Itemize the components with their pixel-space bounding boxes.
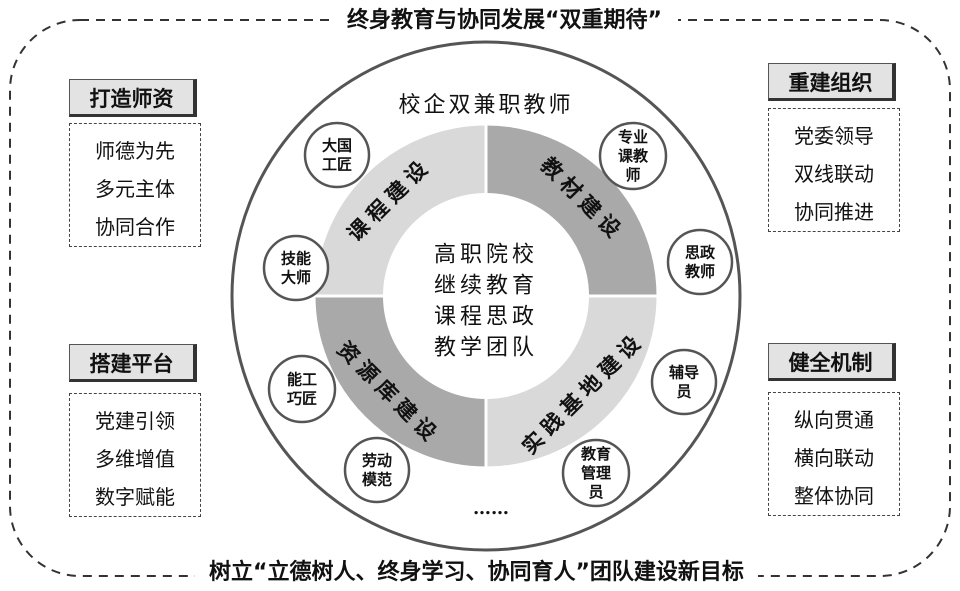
list-item: 党委领导 xyxy=(794,124,874,148)
bottom-banner-title: 树立“立德树人、终身学习、协同育人”团队建设新目标 xyxy=(195,558,758,588)
list-item: 整体协同 xyxy=(794,484,874,508)
teacher-circle-shape xyxy=(666,228,734,296)
teacher-circle-shape xyxy=(650,348,718,416)
list-build-platform: 党建引领 多维增值 数字赋能 xyxy=(69,393,201,517)
teacher-type-label: 教师 xyxy=(684,263,715,281)
outer-ring-title: 校企双兼职教师 xyxy=(398,93,573,118)
teacher-circle-shape xyxy=(343,436,411,504)
list-improve-mechanism: 纵向贯通 横向联动 整体协同 xyxy=(768,392,900,516)
teacher-type-label: 辅导 xyxy=(669,364,699,382)
teacher-type-label: 大国 xyxy=(322,137,352,155)
teacher-circle-shape xyxy=(598,121,668,191)
list-item: 师德为先 xyxy=(95,139,175,163)
header-improve-mechanism: 健全机制 xyxy=(768,343,896,381)
list-item: 多维增值 xyxy=(95,447,175,471)
teacher-circle-shape xyxy=(262,234,330,302)
header-build-faculty: 打造师资 xyxy=(69,79,197,117)
teacher-type-label: 管理 xyxy=(581,464,611,482)
teacher-type-label: 大师 xyxy=(281,269,311,287)
header-build-platform: 搭建平台 xyxy=(69,344,197,382)
center-line: 继续教育 xyxy=(434,274,538,299)
teacher-type-label: 技能 xyxy=(281,250,311,268)
list-item: 双线联动 xyxy=(794,162,874,186)
teacher-type-label: 教育 xyxy=(580,445,611,463)
teacher-circle-shape xyxy=(303,121,371,189)
teacher-type-circle: 辅导员 xyxy=(650,348,718,416)
list-item: 横向联动 xyxy=(794,446,874,470)
teacher-type-label: 模范 xyxy=(362,471,392,489)
teacher-type-label: 员 xyxy=(676,383,691,401)
top-banner-title: 终身教育与协同发展“双重期待” xyxy=(331,6,678,36)
teacher-type-label: 劳动 xyxy=(362,452,392,470)
ellipsis-more: …… xyxy=(473,498,509,519)
list-rebuild-organization: 党委领导 双线联动 协同推进 xyxy=(768,108,900,232)
list-item: 协同合作 xyxy=(95,215,175,239)
list-item: 数字赋能 xyxy=(95,485,175,509)
list-build-faculty: 师德为先 多元主体 协同合作 xyxy=(69,123,201,247)
list-item: 纵向贯通 xyxy=(794,408,874,432)
teacher-type-label: 巧匠 xyxy=(287,390,317,408)
list-item: 党建引领 xyxy=(95,409,175,433)
center-line: 教学团队 xyxy=(434,336,538,361)
center-line: 课程思政 xyxy=(434,305,538,330)
teacher-type-label: 员 xyxy=(588,483,603,501)
teacher-circle-shape xyxy=(561,438,631,508)
teacher-circle-shape xyxy=(267,354,337,424)
teacher-type-label: 专业 xyxy=(618,128,648,146)
inner-circle xyxy=(383,193,589,399)
teacher-type-label: 能工 xyxy=(287,371,317,389)
teacher-type-label: 课教 xyxy=(618,147,649,165)
list-item: 协同推进 xyxy=(794,200,874,224)
header-rebuild-organization: 重建组织 xyxy=(768,63,896,101)
list-item: 多元主体 xyxy=(95,177,175,201)
teacher-type-label: 工匠 xyxy=(322,156,352,174)
center-line: 高职院校 xyxy=(434,243,538,268)
teacher-type-label: 思政 xyxy=(685,244,716,262)
teacher-type-label: 师 xyxy=(625,166,640,184)
